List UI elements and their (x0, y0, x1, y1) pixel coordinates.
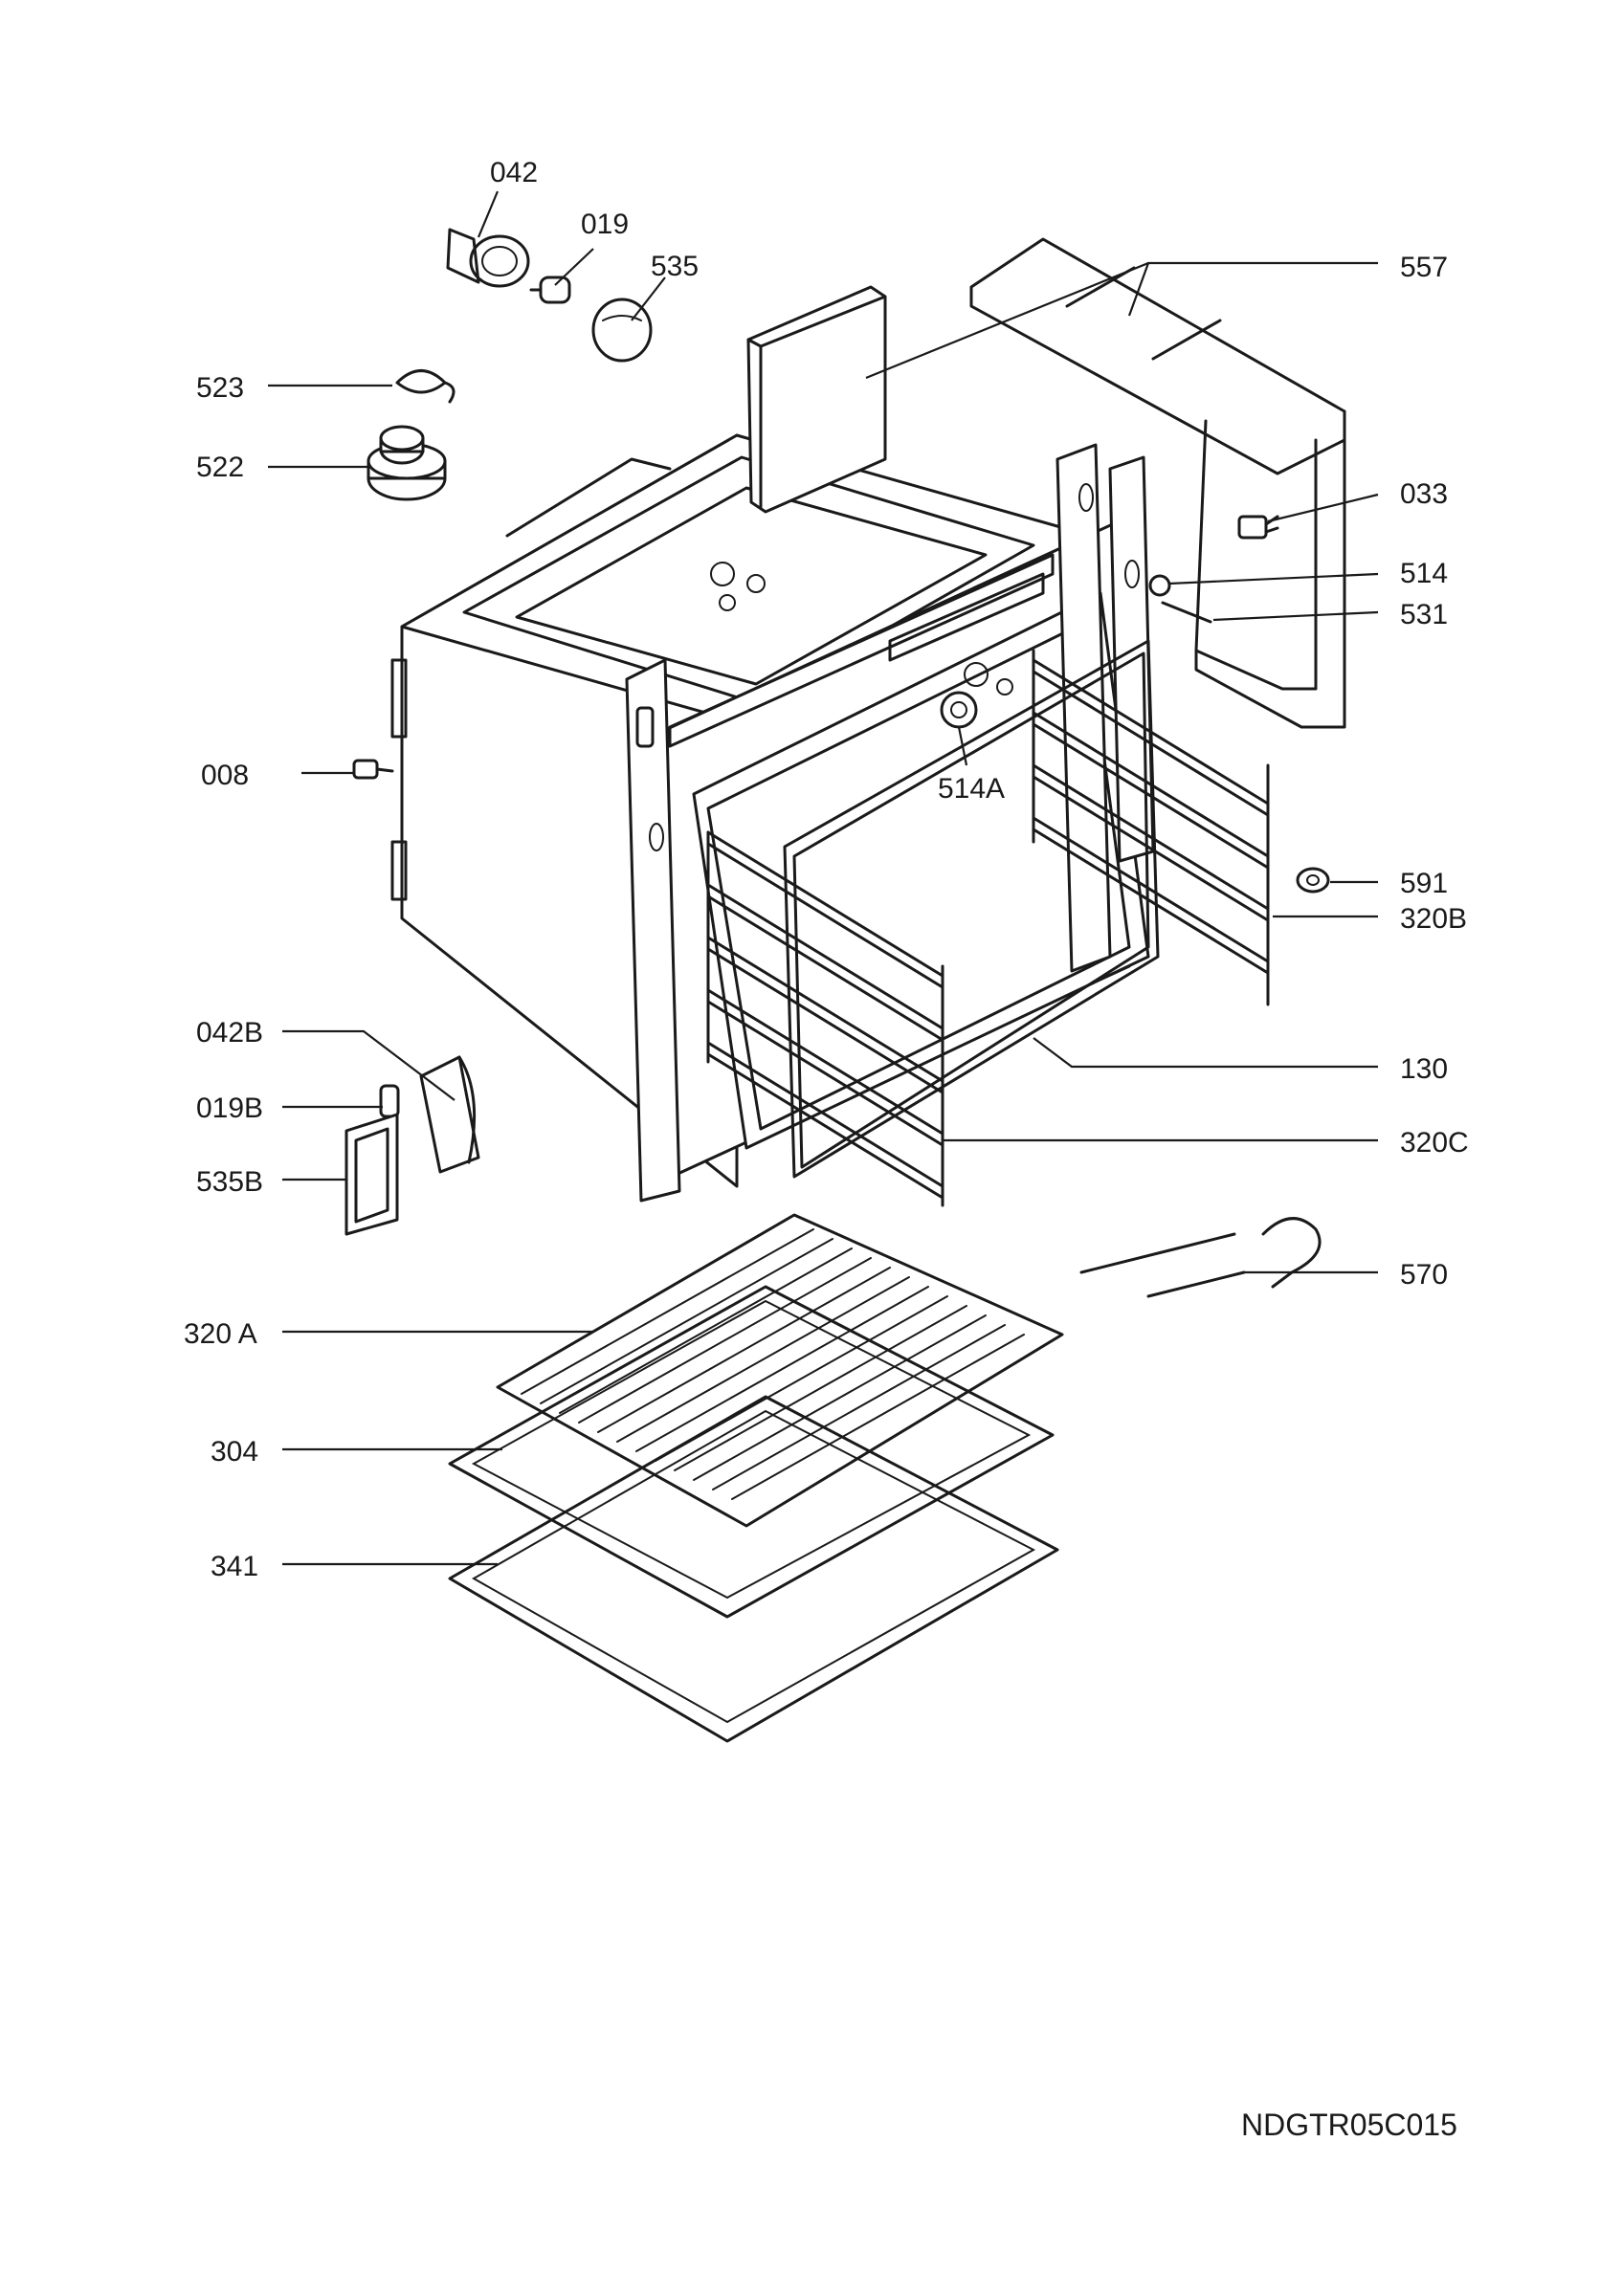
meat-probe (1079, 1217, 1322, 1298)
deep-pan (448, 1395, 1059, 1743)
knob-part (367, 425, 447, 501)
label-042: 042 (490, 157, 538, 188)
shelf-support-rails-right (1032, 649, 1270, 1006)
diagram-code: NDGTR05C015 (1241, 2108, 1457, 2142)
clip-part (395, 369, 455, 404)
label-522: 522 (196, 452, 244, 483)
label-341: 341 (211, 1551, 258, 1582)
oven-cavity-body (390, 433, 1160, 1207)
label-535B: 535B (196, 1166, 263, 1198)
nut-part (1148, 574, 1171, 597)
label-531: 531 (1400, 599, 1448, 630)
label-320A: 320 A (184, 1318, 257, 1350)
label-591: 591 (1400, 868, 1448, 899)
sensor-part (352, 759, 394, 780)
label-019B: 019B (196, 1093, 263, 1124)
label-514A: 514A (938, 773, 1005, 805)
wire-shelf (496, 1213, 1064, 1528)
label-033: 033 (1400, 478, 1448, 510)
label-042B: 042B (196, 1017, 263, 1049)
washer-part (1296, 867, 1330, 894)
baking-tray (448, 1285, 1055, 1619)
label-304: 304 (211, 1436, 258, 1468)
label-130: 130 (1400, 1053, 1448, 1085)
screw-part (1161, 601, 1212, 624)
label-320B: 320B (1400, 903, 1467, 935)
label-320C: 320C (1400, 1127, 1469, 1159)
label-019: 019 (581, 209, 629, 240)
label-570: 570 (1400, 1259, 1448, 1291)
label-008: 008 (201, 760, 249, 791)
oven-lamp-assembly (446, 228, 653, 363)
label-557: 557 (1400, 252, 1448, 283)
label-523: 523 (196, 372, 244, 404)
label-535: 535 (651, 251, 699, 282)
side-lamp-assembly (344, 1055, 480, 1236)
label-514: 514 (1400, 558, 1448, 589)
